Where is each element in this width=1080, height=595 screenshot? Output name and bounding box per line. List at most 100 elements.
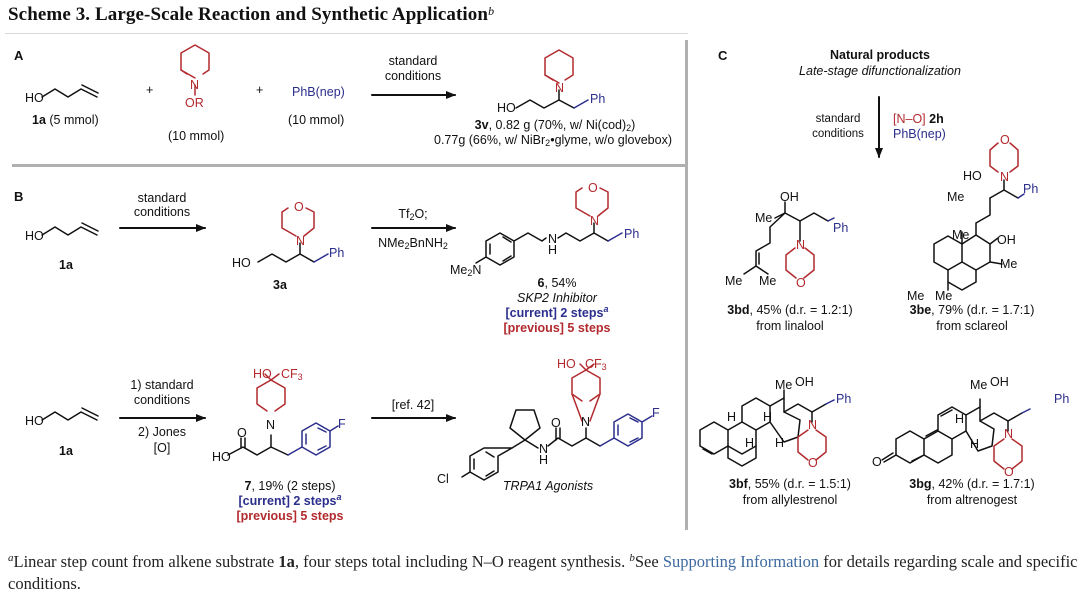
alt-yield-pre: 0.77g (66%, w/ NiBr xyxy=(434,133,546,147)
compound-6-current-steps: [current] 2 stepsa xyxy=(506,304,609,321)
atom-N-reagent: N xyxy=(190,78,200,92)
atom-H2-3bf: H xyxy=(763,410,773,424)
footnote-mark: a xyxy=(336,492,342,502)
yield: , 55% (d.r. = 1.5:1) xyxy=(747,477,851,491)
footnote-b-text-end: for details regarding scale and specific… xyxy=(8,552,1078,593)
compound-7-yield: 7, 19% (2 steps) xyxy=(244,479,335,493)
atom-H1-3bg: H xyxy=(955,412,965,426)
compound-6-yield: 6, 54% xyxy=(538,276,577,290)
conditions-row2-step1-line2: conditions xyxy=(133,393,191,407)
reagent-text-end: O; xyxy=(414,207,428,221)
structure-3bd xyxy=(743,201,835,275)
compound-7-current-steps: [current] 2 stepsa xyxy=(238,492,342,509)
atom-Me1-3be: Me xyxy=(907,289,925,303)
ref-42-label: [ref. 42] xyxy=(391,398,435,412)
footnote-mark: a xyxy=(603,304,609,314)
product-3be-source: from sclareol xyxy=(936,319,1008,333)
structure-NO-reagent xyxy=(180,44,210,96)
product-3bf-yield: 3bf, 55% (d.r. = 1.5:1) xyxy=(729,477,851,491)
structure-3bg xyxy=(881,398,1031,464)
reagent-text: NMe xyxy=(378,236,405,250)
structure-7 xyxy=(227,434,289,456)
panelC-conditions-line2: conditions xyxy=(812,128,864,140)
atom-OH-3bf: OH xyxy=(795,375,814,389)
compound-id: 3v xyxy=(474,118,489,132)
atom-OH-3bg: OH xyxy=(990,375,1009,389)
structure-6 xyxy=(475,222,623,266)
yield: , 54% xyxy=(544,276,577,290)
atom-N-3bg: N xyxy=(1004,427,1014,441)
NO-reagent-id: 2h xyxy=(929,112,944,126)
atom-OH-3bd: OH xyxy=(780,190,799,204)
footnote-a-text: Linear step count from alkene substrate xyxy=(13,552,279,571)
subscript: 2 xyxy=(442,241,448,251)
atom-text: Me xyxy=(450,263,468,277)
atom-O-7: O xyxy=(237,426,247,440)
atom-Me-3bg: Me xyxy=(970,378,988,392)
amount: (5 mmol) xyxy=(49,113,99,127)
atom-HO-1a-row1: HO xyxy=(25,229,44,243)
product-3v-yield: 3v, 0.82 g (70%, w/ Ni(cod)2) xyxy=(474,118,636,133)
atom-NH-TRPA1: N xyxy=(539,442,549,456)
atom-text: CF xyxy=(281,367,298,381)
atom-Ph-6: Ph xyxy=(624,227,640,241)
compound-1a-row2: 1a xyxy=(59,444,73,458)
atom-O-TRPA1: O xyxy=(551,416,561,430)
subscript: 2 xyxy=(545,138,551,148)
atom-Ph-3v: Ph xyxy=(590,92,606,106)
subscript: 2 xyxy=(409,212,415,222)
atom-ketone-O-3bg: O xyxy=(872,455,882,469)
supporting-information-link[interactable]: Supporting Information xyxy=(662,552,820,571)
scheme-title-text: Scheme 3. Large-Scale Reaction and Synth… xyxy=(8,4,489,25)
product-3bf-source: from allylestrenol xyxy=(742,493,838,507)
atom-Me-ring-3be: Me xyxy=(952,228,970,242)
atom-O-3a: O xyxy=(294,200,304,214)
yield-text: , 0.82 g (70%, w/ Ni(cod) xyxy=(488,118,627,132)
TRPA1-name: TRPA1 Agonists xyxy=(502,479,594,493)
atom-HO-acid-7: HO xyxy=(212,450,231,464)
conditions-row2-step1-line1: 1) standard xyxy=(130,378,194,392)
atom-HO-7: HO xyxy=(253,367,272,381)
compound-3a: 3a xyxy=(273,278,287,292)
panel-label-A: A xyxy=(14,48,24,63)
boron-amount: (10 mmol) xyxy=(288,113,345,127)
atom-NH-6: N xyxy=(548,232,558,246)
compound-id: 3bg xyxy=(909,477,932,491)
atom-CF3-TRPA1: CF3 xyxy=(585,357,607,372)
atom-Me2N-6: Me2N xyxy=(450,263,481,278)
atom-text: CF xyxy=(585,357,602,371)
subscript: 2 xyxy=(467,268,473,278)
subscript: 3 xyxy=(601,362,607,372)
atom-Cl-TRPA1: Cl xyxy=(437,472,449,486)
atom-N-3a: N xyxy=(296,234,306,248)
atom-HO-3a: HO xyxy=(232,256,251,270)
panelC-NO-reagent: [N–O] 2h xyxy=(893,112,944,126)
footnote-b-text: See xyxy=(634,552,663,571)
atom-Ph-3bg: Ph xyxy=(1054,392,1070,406)
reagent-text-mid: BnNH xyxy=(409,236,443,250)
yield: , 42% (d.r. = 1.7:1) xyxy=(931,477,1035,491)
product-3bg-yield: 3bg, 42% (d.r. = 1.7:1) xyxy=(909,477,1034,491)
atom-H3-3bf: H xyxy=(745,436,755,450)
subscript: 2 xyxy=(404,241,410,251)
atom-O-3be: O xyxy=(1000,133,1010,147)
panel-label-C: C xyxy=(718,48,728,63)
atom-O-3bf: O xyxy=(808,456,818,470)
atom-Me-oh-3be: Me xyxy=(1000,257,1018,271)
conditions-A-line1: standard xyxy=(388,54,438,68)
plus-sign-2: + xyxy=(256,83,264,97)
atom-N-6: N xyxy=(590,214,600,228)
product-3be-yield: 3be, 79% (d.r. = 1.7:1) xyxy=(910,303,1035,317)
structure-3a xyxy=(257,242,329,263)
structure-3be xyxy=(933,179,1025,291)
yield: , 45% (d.r. = 1.2:1) xyxy=(749,303,853,317)
atom-HO-TRPA1: HO xyxy=(557,357,576,371)
structure-1a-panelA xyxy=(41,84,99,98)
compound-id: 1a xyxy=(32,113,46,127)
steps-text: [current] 2 steps xyxy=(238,494,337,508)
panel-divider-horizontal xyxy=(12,164,685,167)
atom-Ph-3bd: Ph xyxy=(833,221,849,235)
product-3v-alt-yield: 0.77g (66%, w/ NiBr2•glyme, w/o glovebox… xyxy=(434,133,672,148)
conditions-row2-step2-line2: [O] xyxy=(153,441,171,455)
